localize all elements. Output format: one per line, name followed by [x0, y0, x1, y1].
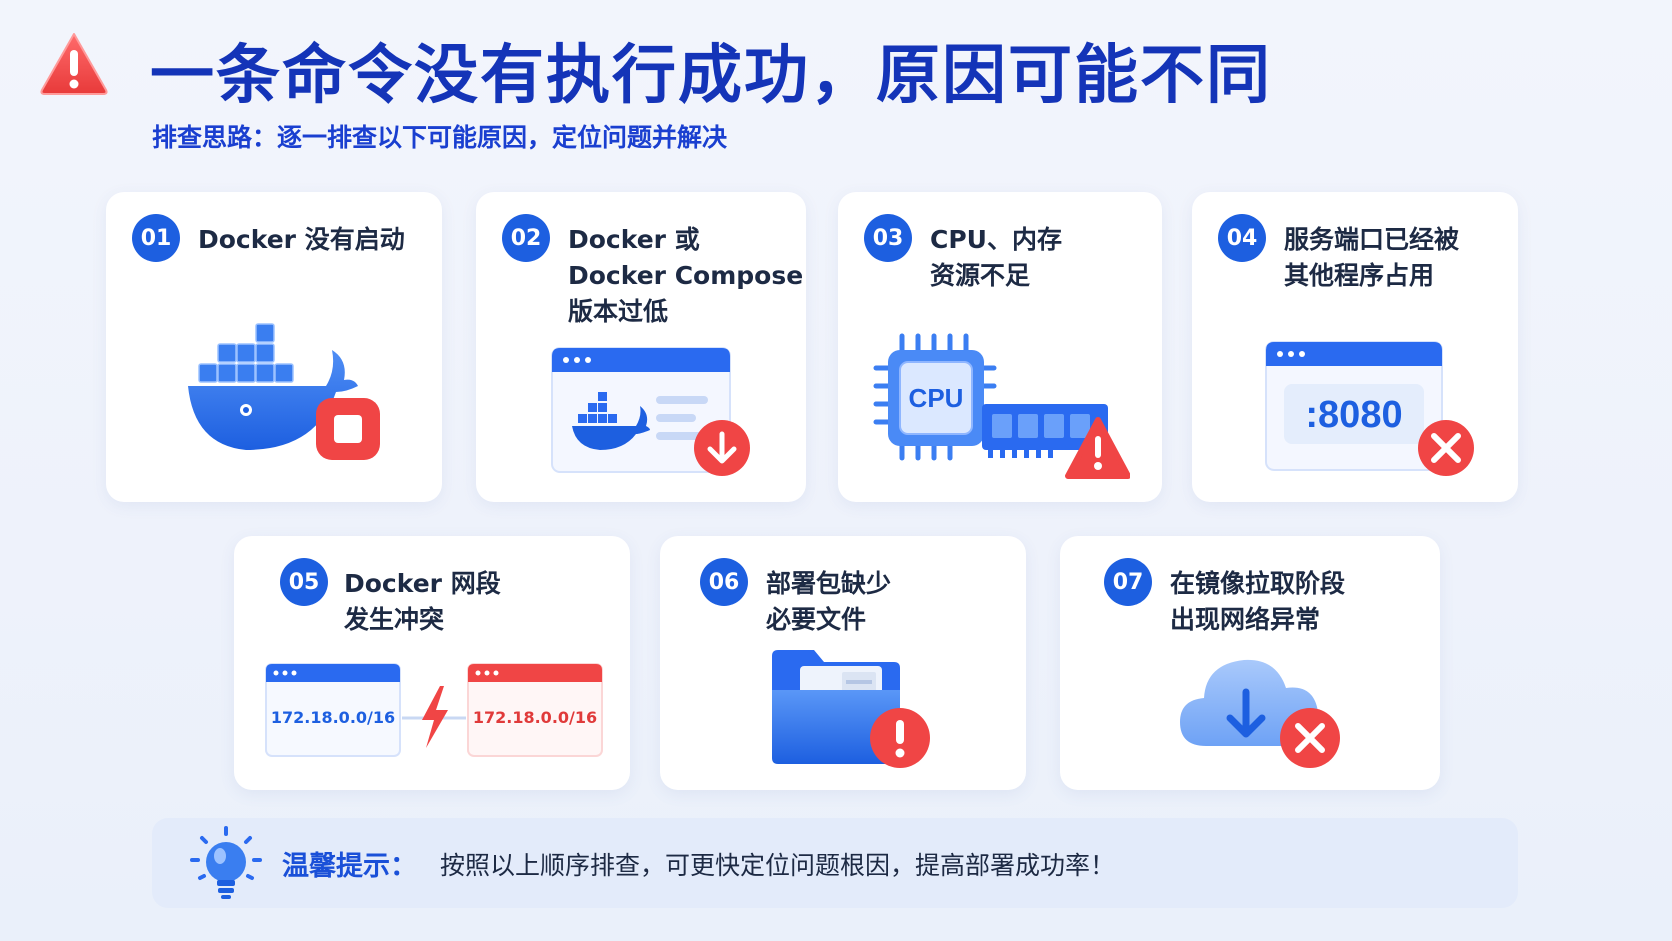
subnet-a-label: 172.18.0.0/16 [271, 708, 395, 727]
card-text: 服务端口已经被 其他程序占用 [1284, 225, 1460, 290]
page-subtitle: 排查思路：逐一排查以下可能原因，定位问题并解决 [152, 123, 728, 152]
cause-card-01: 01 Docker 没有启动 [106, 192, 442, 502]
page-title: 一条命令没有执行成功，原因可能不同 [150, 39, 1272, 113]
cloud-download-error-icon [1176, 650, 1342, 770]
cause-card-07: 07 在镜像拉取阶段 出现网络异常 [1060, 536, 1440, 790]
tip-text: 按照以上顺序排查，可更快定位问题根因，提高部署成功率！ [440, 851, 1116, 880]
card-text: Docker 没有启动 [198, 225, 405, 254]
tip-label: 温馨提示： [282, 851, 417, 882]
cpu-memory-warning-icon: CPU [872, 332, 1131, 482]
card-text: 部署包缺少 必要文件 [766, 569, 892, 634]
cpu-label: CPU [909, 383, 964, 413]
card-number-badge: 07 [1104, 558, 1152, 606]
tip-bar: 温馨提示： 按照以上顺序排查，可更快定位问题根因，提高部署成功率！ [152, 818, 1518, 908]
card-number-badge: 05 [280, 558, 328, 606]
docker-whale-stopped-icon [186, 320, 386, 460]
port-occupied-window-icon: :8080 [1264, 340, 1480, 480]
cause-card-05: 05 Docker 网段 发生冲突 172.18.0.0/16 172.18.0… [234, 536, 630, 790]
warning-icon [38, 30, 110, 96]
cause-card-03: 03 CPU、内存 资源不足 CPU [838, 192, 1162, 502]
card-text: 在镜像拉取阶段 出现网络异常 [1170, 569, 1346, 634]
card-number-badge: 03 [864, 214, 912, 262]
port-label: :8080 [1305, 394, 1402, 436]
card-number-badge: 02 [502, 214, 550, 262]
card-number-badge: 01 [132, 214, 180, 262]
card-text: Docker 网段 发生冲突 [344, 569, 501, 634]
subnet-b-label: 172.18.0.0/16 [473, 708, 597, 727]
outdated-version-window-icon [550, 346, 760, 482]
card-number-badge: 04 [1218, 214, 1266, 262]
cause-card-02: 02 Docker 或 Docker Compose 版本过低 [476, 192, 806, 502]
card-text: CPU、内存 资源不足 [930, 225, 1062, 290]
cause-card-06: 06 部署包缺少 必要文件 [660, 536, 1026, 790]
missing-file-folder-icon [770, 648, 932, 772]
card-text: Docker 或 Docker Compose 版本过低 [568, 225, 804, 326]
card-number-badge: 06 [700, 558, 748, 606]
cause-card-04: 04 服务端口已经被 其他程序占用 :8080 [1192, 192, 1518, 502]
subnet-conflict-icon: 172.18.0.0/16 172.18.0.0/16 [264, 662, 604, 762]
lightbulb-icon [190, 826, 262, 902]
